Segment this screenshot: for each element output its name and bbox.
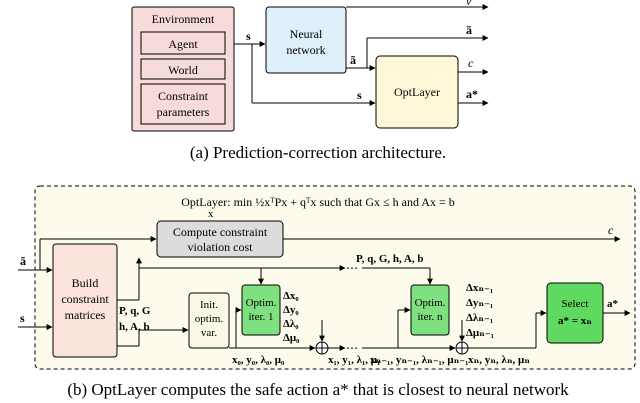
delta-0-y: Δy₀ (283, 304, 299, 316)
constraint-params-line1: Constraint (158, 89, 209, 103)
delta-n-list: Δxₙ₋₁ Δyₙ₋₁ Δλₙ₋₁ Δμₙ₋₁ (466, 282, 494, 339)
optim-iter-n-box (410, 284, 450, 336)
neural-network-box (265, 6, 347, 74)
vars-n: xₙ, yₙ, λₙ, μₙ (468, 354, 530, 366)
vars-1: x₁, y₁, λ₁, μ₁ (328, 354, 380, 366)
agent-box (140, 31, 226, 55)
init-line3: var. (201, 327, 217, 339)
optlayer-header: OptLayer: min ½xᵀPx + qᵀx such that Gx ≤… (181, 195, 454, 209)
environment-title: Environment (152, 12, 215, 26)
neural-network-line2: network (286, 43, 325, 57)
signal-a-tilde-left: ã (350, 53, 356, 67)
neural-network-line1: Neural (290, 27, 323, 41)
init-box (188, 292, 230, 349)
matrices-line2: h, A, b (119, 321, 150, 333)
select-line2: a* = xₙ (558, 315, 592, 327)
signal-s-bottom: s (357, 88, 362, 102)
dots-top: ⋯ (346, 261, 358, 275)
signal-a-star: a* (466, 87, 478, 101)
dots-bottom: ⋯ (346, 341, 358, 355)
optim-iter-1-line2: iter. 1 (248, 311, 273, 323)
vars-0: x₀, y₀, λ₀, μ₀ (232, 354, 285, 366)
delta-n-mu: Δμₙ₋₁ (466, 327, 494, 339)
world-box (140, 58, 226, 80)
delta-n-lambda: Δλₙ₋₁ (466, 312, 493, 324)
params-label: P, q, G, h, A, b (356, 253, 423, 265)
caption-a: (a) Prediction-correction architecture. (190, 143, 446, 162)
delta-n-x: Δxₙ₋₁ (466, 282, 493, 294)
delta-0-mu: Δμ₀ (283, 332, 300, 344)
input-s: s (20, 311, 25, 325)
agent-label: Agent (168, 37, 198, 51)
init-line1: Init. (200, 299, 218, 311)
build-line3: matrices (65, 308, 106, 322)
signal-v: v (466, 0, 472, 8)
caption-b: (b) OptLayer computes the safe action a*… (67, 380, 569, 399)
world-label: World (168, 63, 198, 77)
part-a: Environment Agent World Constraint param… (131, 0, 489, 162)
optim-iter-1-line1: Optim. (246, 297, 277, 309)
constraint-params-box (140, 83, 226, 125)
delta-0-x: Δx₀ (283, 290, 299, 302)
output-c: c (608, 223, 614, 237)
select-box (546, 282, 604, 344)
input-a-tilde: ã (20, 254, 26, 268)
vars-n-1: xₙ₋₁, yₙ₋₁, λₙ₋₁, μₙ₋₁ (370, 354, 468, 366)
matrices-line1: P, q, G (119, 305, 151, 317)
build-line1: Build (72, 276, 99, 290)
delta-0-lambda: Δλ₀ (283, 318, 299, 330)
constraint-params-line2: parameters (157, 105, 210, 119)
delta-0-list: Δx₀ Δy₀ Δλ₀ Δμ₀ (283, 290, 300, 344)
optim-iter-n-line2: iter. n (417, 311, 443, 323)
select-line1: Select (562, 298, 589, 310)
violation-line1: Compute constraint (173, 225, 268, 239)
signal-c: c (468, 56, 474, 70)
optim-iter-n-line1: Optim. (415, 297, 446, 309)
optlayer-label: OptLayer (394, 85, 440, 99)
signal-a-tilde-right: ã (466, 23, 472, 37)
init-line2: optim. (195, 313, 224, 325)
optlayer-header-sub: x (208, 208, 214, 220)
part-b: OptLayer: min ½xᵀPx + qᵀx such that Gx ≤… (18, 185, 636, 399)
violation-line2: violation cost (188, 240, 254, 254)
output-a-star: a* (607, 298, 619, 310)
optim-iter-1-box (241, 284, 281, 336)
delta-n-y: Δyₙ₋₁ (466, 297, 493, 309)
optlayer-box (375, 55, 459, 129)
optlayer-panel (34, 185, 636, 370)
signal-s-top: s (246, 29, 251, 43)
build-line2: constraint (61, 292, 109, 306)
